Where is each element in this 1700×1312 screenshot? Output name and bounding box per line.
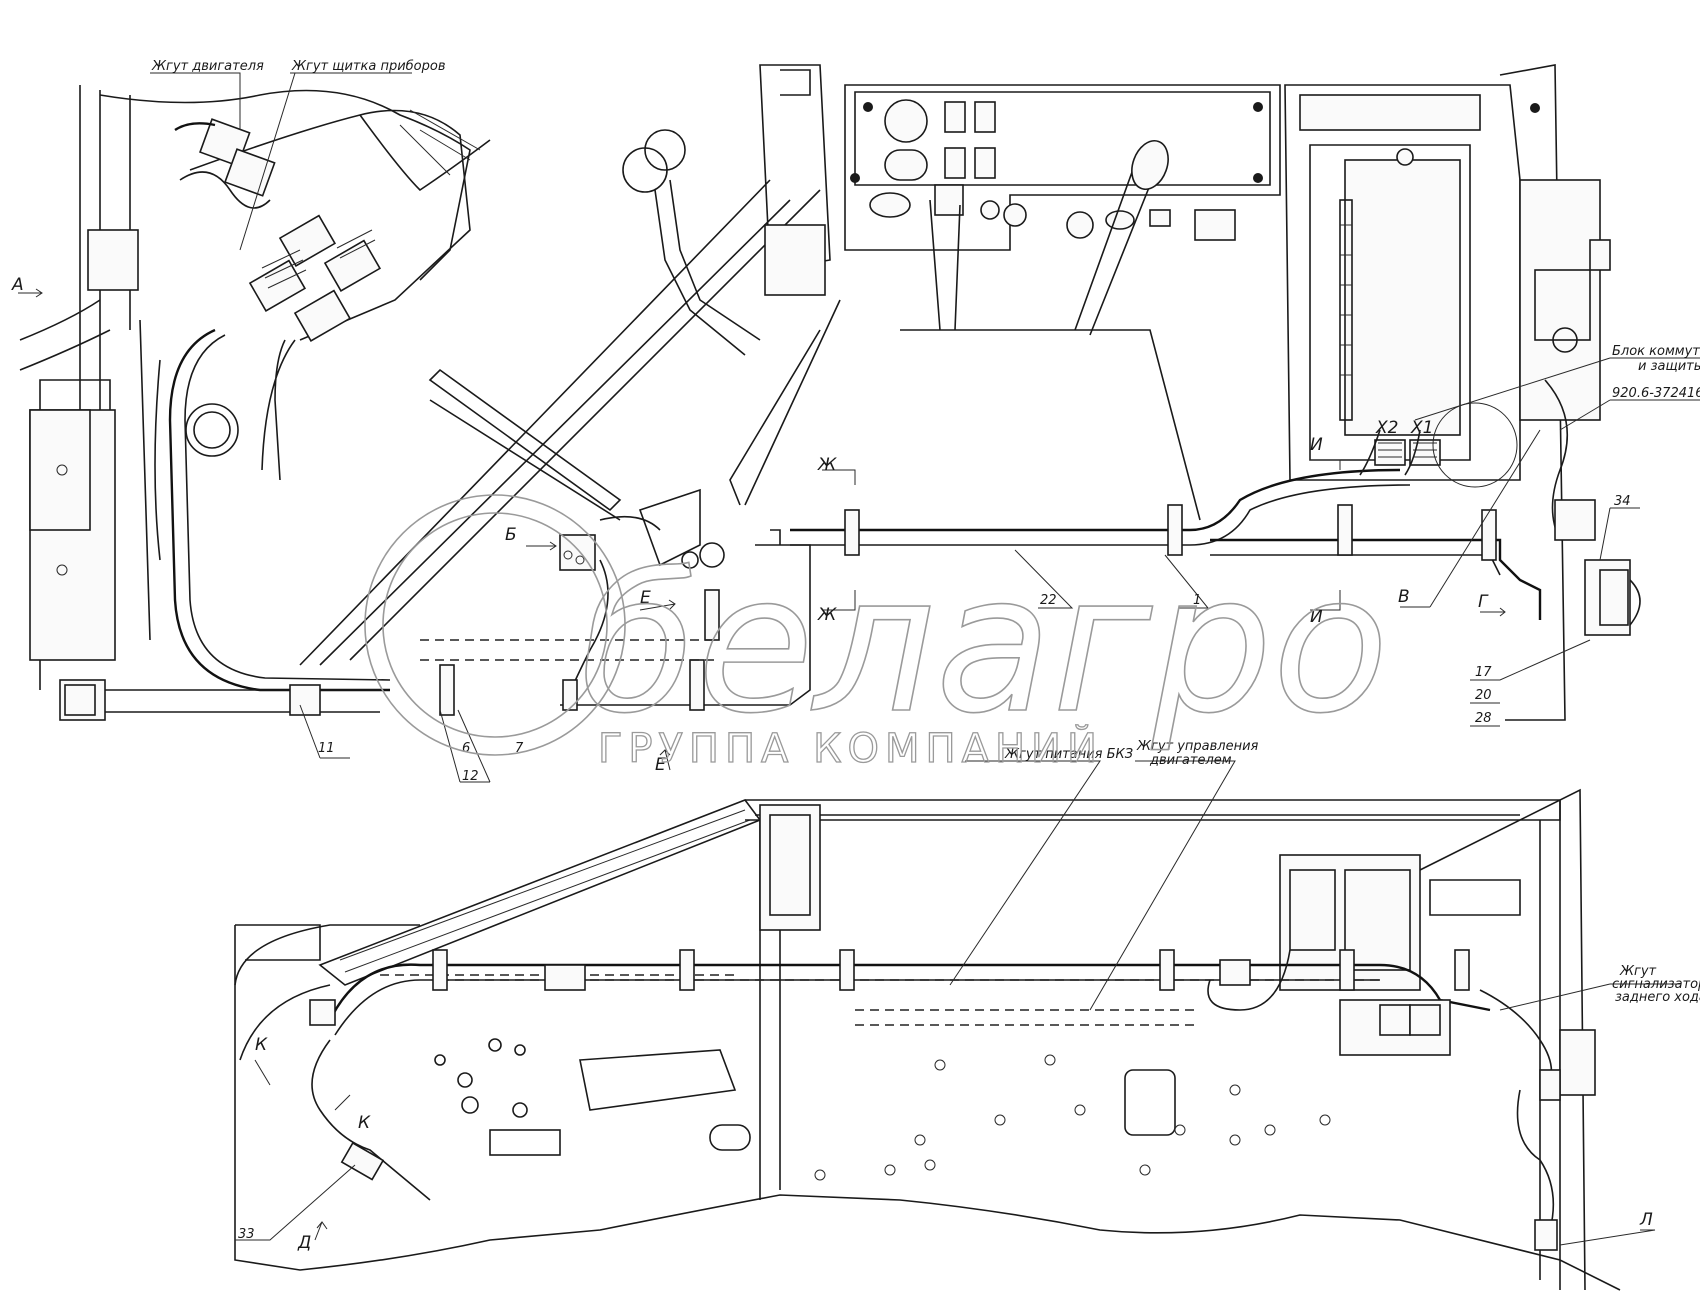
position-11: 11 bbox=[318, 741, 335, 756]
position-33: 33 bbox=[238, 1227, 255, 1242]
harness-clamps-side bbox=[309, 949, 1470, 1026]
section-mark-l: Л bbox=[1639, 1210, 1653, 1230]
mounting-holes bbox=[814, 1054, 1331, 1181]
section-mark-k1: К bbox=[255, 1035, 268, 1055]
callout-dashboard-harness: Жгут щитка приборов bbox=[291, 59, 446, 74]
position-12: 12 bbox=[462, 769, 479, 784]
callout-bkz-power-harness: Жгут питания БКЗ bbox=[1004, 747, 1133, 762]
label-x2: Х2 bbox=[1375, 418, 1398, 438]
position-1: 1 bbox=[1193, 593, 1201, 608]
section-mark-zh1: Ж bbox=[817, 455, 837, 475]
watermark: белагро ГРУППА КОМПАНИЙ bbox=[364, 494, 1389, 773]
callout-part-number: 920.6-3724160 bbox=[1612, 386, 1700, 401]
callout-reverse-2: сигнализатора bbox=[1612, 977, 1700, 992]
labels: Жгут двигателя Жгут щитка приборов Блок … bbox=[11, 59, 1700, 1253]
section-mark-a: А bbox=[11, 275, 24, 295]
position-28: 28 bbox=[1475, 711, 1492, 726]
top-view bbox=[18, 64, 1641, 771]
connectors-x1-x2 bbox=[1374, 439, 1441, 466]
section-mark-k2: К bbox=[358, 1113, 371, 1133]
label-x1: Х1 bbox=[1410, 418, 1433, 438]
section-mark-e2: Е bbox=[655, 755, 666, 775]
side-view bbox=[234, 788, 1621, 1291]
position-17: 17 bbox=[1475, 665, 1492, 680]
section-mark-e1: Е bbox=[640, 588, 651, 608]
position-6: 6 bbox=[462, 741, 470, 756]
position-7: 7 bbox=[515, 741, 524, 756]
callout-reverse-3: заднего хода bbox=[1615, 990, 1700, 1005]
switch-block-housing bbox=[1344, 159, 1461, 436]
callout-leaders bbox=[150, 72, 1700, 1246]
harness-clamps-top bbox=[439, 504, 1497, 716]
callout-engine-control-2: двигателем bbox=[1149, 753, 1232, 768]
callout-switch-block-2: и защиты bbox=[1638, 359, 1700, 374]
position-22: 22 bbox=[1040, 593, 1057, 608]
section-mark-v: В bbox=[1398, 587, 1410, 607]
watermark-emblem-inner bbox=[382, 512, 608, 738]
section-mark-b: Б bbox=[505, 525, 517, 545]
section-mark-i2: И bbox=[1310, 607, 1323, 627]
section-mark-g: Г bbox=[1478, 592, 1489, 612]
connector-pair-engine bbox=[248, 214, 382, 342]
watermark-caption: ГРУППА КОМПАНИЙ bbox=[598, 724, 1103, 772]
section-mark-i1: И bbox=[1310, 435, 1323, 455]
callout-switch-block-1: Блок коммутации bbox=[1612, 344, 1700, 359]
position-34: 34 bbox=[1614, 494, 1631, 509]
watermark-logo: белагро bbox=[580, 534, 1389, 755]
section-mark-zh2: Ж bbox=[817, 605, 837, 625]
callout-engine-harness: Жгут двигателя bbox=[151, 59, 264, 74]
position-20: 20 bbox=[1475, 688, 1492, 703]
section-mark-d: Д bbox=[297, 1233, 311, 1253]
callout-reverse-1: Жгут bbox=[1619, 964, 1657, 979]
callout-engine-control-1: Жгут управления bbox=[1136, 739, 1259, 754]
watermark-emblem-outer bbox=[364, 494, 626, 756]
